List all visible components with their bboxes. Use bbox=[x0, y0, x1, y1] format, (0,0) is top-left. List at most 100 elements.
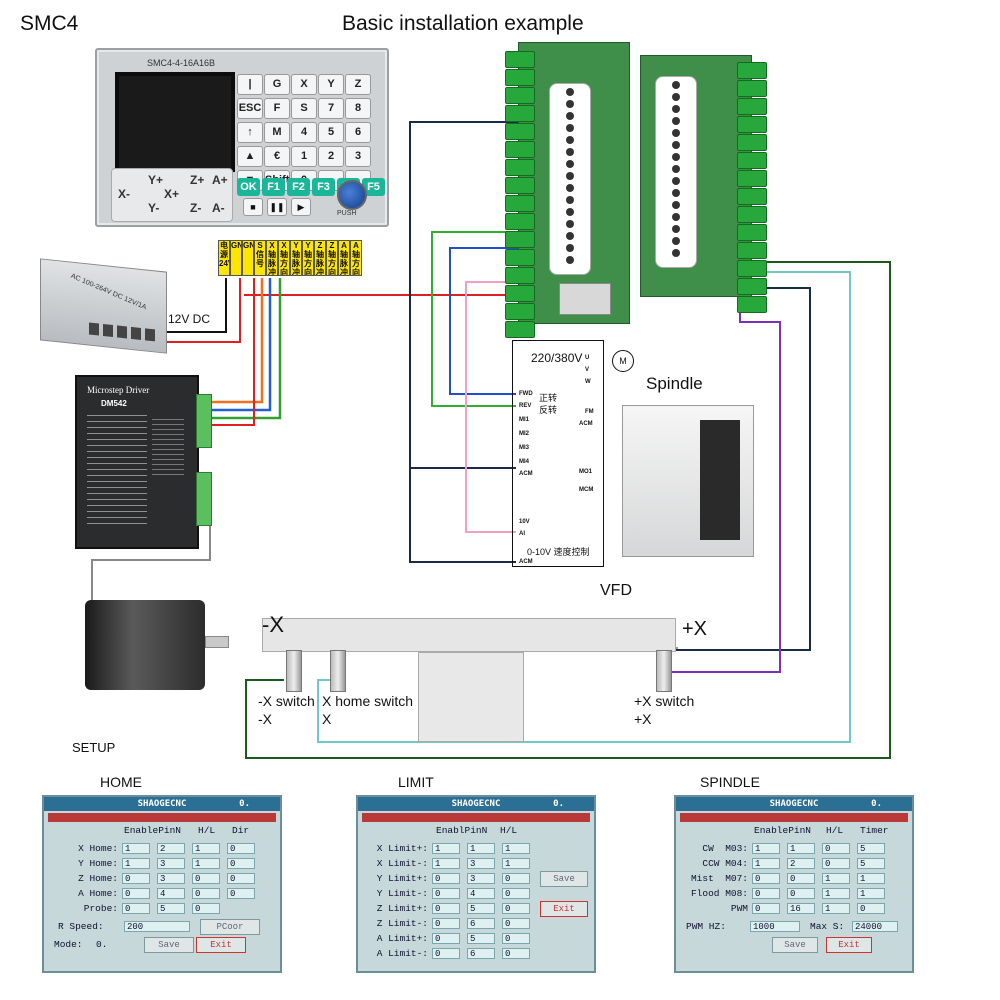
field[interactable]: 0 bbox=[192, 872, 220, 884]
field[interactable]: 0 bbox=[752, 887, 780, 899]
field[interactable]: 0 bbox=[502, 887, 530, 899]
save-button[interactable]: Save bbox=[540, 871, 588, 887]
field[interactable]: 0 bbox=[227, 872, 255, 884]
key[interactable]: | bbox=[237, 74, 263, 95]
field[interactable]: 0 bbox=[122, 872, 150, 884]
stop-button[interactable]: ■ bbox=[243, 198, 263, 216]
field[interactable]: 0 bbox=[752, 872, 780, 884]
key[interactable]: F bbox=[264, 98, 290, 119]
field[interactable]: 0 bbox=[822, 857, 850, 869]
field[interactable]: 1 bbox=[432, 857, 460, 869]
field[interactable]: 1 bbox=[822, 902, 850, 914]
field[interactable]: 3 bbox=[157, 857, 185, 869]
field[interactable]: 1 bbox=[752, 857, 780, 869]
field[interactable]: 16 bbox=[787, 902, 815, 914]
key[interactable]: 6 bbox=[345, 122, 371, 143]
jog-z-plus[interactable]: Z+ bbox=[190, 173, 205, 187]
ok-key[interactable]: OK bbox=[237, 178, 260, 196]
exit-button[interactable]: Exit bbox=[196, 937, 246, 953]
field[interactable]: 1 bbox=[502, 857, 530, 869]
jog-y-plus[interactable]: Y+ bbox=[148, 173, 164, 187]
field[interactable]: 1 bbox=[122, 857, 150, 869]
field[interactable]: 0 bbox=[432, 947, 460, 959]
field[interactable]: 0 bbox=[502, 902, 530, 914]
jog-z-minus[interactable]: Z- bbox=[190, 201, 202, 215]
pwm-hz-field[interactable]: 1000 bbox=[750, 921, 800, 932]
key[interactable]: ↑ bbox=[237, 122, 263, 143]
jog-a-plus[interactable]: A+ bbox=[212, 173, 228, 187]
f3-key[interactable]: F3 bbox=[312, 178, 335, 196]
field[interactable]: 1 bbox=[857, 887, 885, 899]
field[interactable]: 0 bbox=[857, 902, 885, 914]
push-knob-icon[interactable] bbox=[337, 180, 367, 210]
field[interactable]: 0 bbox=[752, 902, 780, 914]
key[interactable]: 7 bbox=[318, 98, 344, 119]
field[interactable]: 0 bbox=[432, 932, 460, 944]
field[interactable]: 2 bbox=[157, 842, 185, 854]
key[interactable]: S bbox=[291, 98, 317, 119]
f5-key[interactable]: F5 bbox=[362, 178, 385, 196]
field[interactable]: 6 bbox=[467, 947, 495, 959]
key[interactable]: 3 bbox=[345, 146, 371, 167]
field[interactable]: 0 bbox=[227, 842, 255, 854]
speed-field[interactable]: 200 bbox=[124, 921, 190, 932]
field[interactable]: 0 bbox=[227, 857, 255, 869]
key[interactable]: 5 bbox=[318, 122, 344, 143]
field[interactable]: 3 bbox=[157, 872, 185, 884]
field[interactable]: 1 bbox=[822, 872, 850, 884]
key[interactable]: 1 bbox=[291, 146, 317, 167]
field[interactable]: 0 bbox=[122, 902, 150, 914]
key[interactable]: Z bbox=[345, 74, 371, 95]
play-button[interactable]: ▶ bbox=[291, 198, 311, 216]
field[interactable]: 0 bbox=[122, 887, 150, 899]
jog-x-plus[interactable]: X+ bbox=[164, 187, 180, 201]
field[interactable]: 0 bbox=[822, 842, 850, 854]
key[interactable]: M bbox=[264, 122, 290, 143]
field[interactable]: 1 bbox=[192, 842, 220, 854]
field[interactable]: 1 bbox=[192, 857, 220, 869]
field[interactable]: 4 bbox=[467, 887, 495, 899]
jog-x-minus[interactable]: X- bbox=[118, 187, 130, 201]
field[interactable]: 0 bbox=[432, 872, 460, 884]
max-s-field[interactable]: 24000 bbox=[852, 921, 898, 932]
key[interactable]: 4 bbox=[291, 122, 317, 143]
field[interactable]: 3 bbox=[467, 857, 495, 869]
field[interactable]: 0 bbox=[227, 887, 255, 899]
field[interactable]: 5 bbox=[467, 932, 495, 944]
jog-a-minus[interactable]: A- bbox=[212, 201, 225, 215]
pcoor-button[interactable]: PCoor bbox=[200, 919, 260, 935]
field[interactable]: 0 bbox=[502, 932, 530, 944]
field[interactable]: 1 bbox=[432, 842, 460, 854]
exit-button[interactable]: Exit bbox=[826, 937, 872, 953]
field[interactable]: 0 bbox=[502, 947, 530, 959]
pause-button[interactable]: ❚❚ bbox=[267, 198, 287, 216]
save-button[interactable]: Save bbox=[772, 937, 818, 953]
field[interactable]: 1 bbox=[122, 842, 150, 854]
key[interactable]: Y bbox=[318, 74, 344, 95]
field[interactable]: 3 bbox=[467, 872, 495, 884]
field[interactable]: 0 bbox=[787, 872, 815, 884]
key[interactable]: ESC bbox=[237, 98, 263, 119]
key[interactable]: G bbox=[264, 74, 290, 95]
field[interactable]: 6 bbox=[467, 917, 495, 929]
field[interactable]: 0 bbox=[192, 902, 220, 914]
field[interactable]: 1 bbox=[857, 872, 885, 884]
exit-button[interactable]: Exit bbox=[540, 901, 588, 917]
field[interactable]: 2 bbox=[787, 857, 815, 869]
field[interactable]: 5 bbox=[467, 902, 495, 914]
field[interactable]: 5 bbox=[157, 902, 185, 914]
field[interactable]: 0 bbox=[432, 887, 460, 899]
key[interactable]: ▲ bbox=[237, 146, 263, 167]
f1-key[interactable]: F1 bbox=[262, 178, 285, 196]
field[interactable]: 1 bbox=[467, 842, 495, 854]
field[interactable]: 0 bbox=[787, 887, 815, 899]
jog-y-minus[interactable]: Y- bbox=[148, 201, 160, 215]
field[interactable]: 5 bbox=[857, 842, 885, 854]
field[interactable]: 1 bbox=[752, 842, 780, 854]
field[interactable]: 5 bbox=[857, 857, 885, 869]
field[interactable]: 4 bbox=[157, 887, 185, 899]
field[interactable]: 1 bbox=[822, 887, 850, 899]
key[interactable]: X bbox=[291, 74, 317, 95]
f2-key[interactable]: F2 bbox=[287, 178, 310, 196]
key[interactable]: 8 bbox=[345, 98, 371, 119]
